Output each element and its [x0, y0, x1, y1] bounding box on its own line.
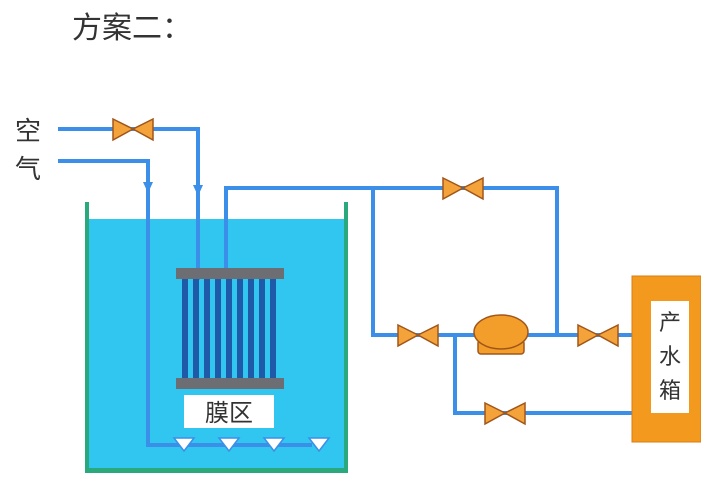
- process-pipes: [224, 186, 635, 415]
- membrane-label-box: [184, 395, 274, 428]
- valve-tank-inlet[interactable]: [577, 323, 619, 348]
- tank-wall-right: [344, 202, 348, 473]
- aerator-1: [172, 437, 196, 453]
- membrane-top-header: [176, 268, 284, 279]
- tank-label-2: 水: [659, 345, 681, 370]
- membrane-bottom-header: [176, 378, 284, 389]
- pump[interactable]: [473, 314, 529, 355]
- tank-wall-left: [85, 202, 89, 473]
- air-label-1: 空: [15, 117, 41, 147]
- product-water-tank: 产 水 箱: [631, 275, 701, 443]
- tank-label-1: 产: [659, 311, 681, 336]
- aerator-4: [307, 437, 331, 453]
- aerator-3: [262, 437, 286, 453]
- air-arrow-1: [193, 185, 203, 196]
- valve-backwash[interactable]: [484, 401, 526, 426]
- membrane-tubes: [182, 279, 276, 378]
- valve-air[interactable]: [112, 117, 154, 142]
- aerator-2: [217, 437, 241, 453]
- valve-bypass-top[interactable]: [442, 176, 484, 201]
- tank-wall-bottom: [85, 468, 348, 473]
- membrane-module: 膜区: [176, 268, 284, 428]
- scheme-title: 方案二：: [72, 11, 192, 46]
- membrane-zone-label: 膜区: [205, 399, 253, 427]
- air-arrow-2: [143, 182, 153, 193]
- aerators: [172, 437, 331, 453]
- tank-label-3: 箱: [659, 379, 681, 404]
- air-label-2: 气: [15, 155, 41, 185]
- valve-pump-inlet[interactable]: [397, 323, 439, 348]
